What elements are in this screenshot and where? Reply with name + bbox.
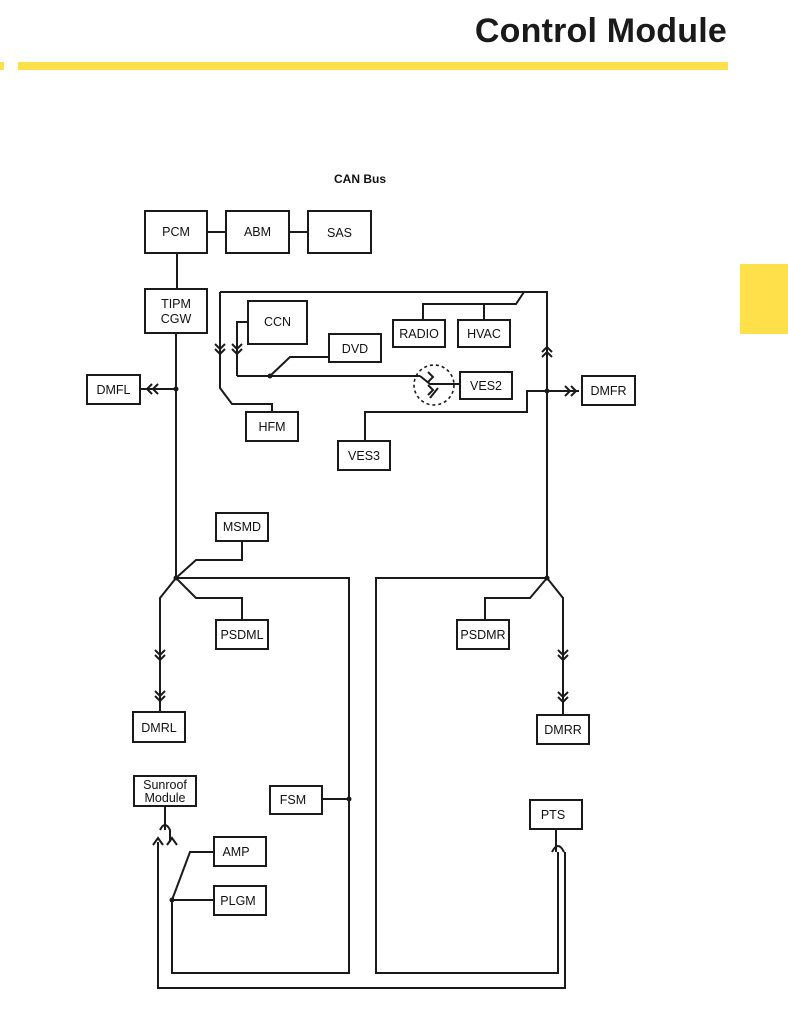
module-fsm: FSM: [269, 785, 323, 815]
module-sunroof: Sunroof Module: [133, 775, 197, 807]
svg-text:VES2: VES2: [470, 379, 502, 393]
svg-text:PLGM: PLGM: [220, 894, 255, 908]
module-dmfl: DMFL: [86, 374, 141, 405]
chevron-down-icon: [557, 649, 569, 662]
connector-chevrons: [145, 343, 578, 853]
svg-text:Sunroof: Sunroof: [143, 778, 187, 792]
module-abm: ABM: [225, 210, 290, 254]
wire-ves2-upper: [419, 375, 460, 385]
chevron-down-icon: [154, 649, 166, 662]
pts-connector: [551, 845, 565, 853]
wire-right-to-ves: [364, 390, 547, 444]
svg-text:PCM: PCM: [162, 225, 190, 239]
wire-psdml: [175, 577, 243, 620]
svg-text:CGW: CGW: [161, 312, 192, 326]
junction-dot: [346, 796, 352, 802]
chevron-right-icon: [564, 385, 578, 397]
svg-text:DMRR: DMRR: [544, 723, 582, 737]
svg-text:FSM: FSM: [280, 793, 306, 807]
module-tipm-cgw: TIPM CGW: [144, 288, 208, 334]
svg-text:AMP: AMP: [222, 845, 249, 859]
svg-text:HVAC: HVAC: [467, 327, 501, 341]
header-rule: [18, 62, 728, 70]
wire-dmrl: [159, 577, 177, 712]
svg-text:HFM: HFM: [258, 420, 285, 434]
module-pcm: PCM: [144, 210, 208, 254]
svg-text:PSDML: PSDML: [220, 628, 263, 642]
junction-dot: [169, 897, 175, 903]
svg-text:RADIO: RADIO: [399, 327, 439, 341]
module-dmfr: DMFR: [581, 375, 636, 406]
junction-dot: [173, 575, 179, 581]
wire-amp: [171, 851, 214, 901]
svg-text:SAS: SAS: [327, 226, 352, 240]
wire-top-loop: [220, 291, 548, 578]
module-plgm: PLGM: [213, 885, 267, 916]
module-msmd: MSMD: [215, 512, 269, 542]
header-rule-stub: [0, 62, 4, 70]
module-amp: AMP: [213, 836, 267, 867]
module-dmrl: DMRL: [132, 711, 186, 743]
module-dvd: DVD: [328, 333, 382, 363]
sunroof-connector: [159, 824, 171, 842]
module-sas: SAS: [307, 210, 372, 254]
diagram-title: CAN Bus: [333, 172, 386, 186]
chevron-down-icon: [214, 343, 226, 356]
svg-text:DVD: DVD: [342, 342, 368, 356]
svg-text:VES3: VES3: [348, 449, 380, 463]
svg-text:ABM: ABM: [244, 225, 271, 239]
page-title: Control Module: [474, 12, 727, 50]
wire-ves2-lower: [429, 387, 439, 399]
svg-text:CCN: CCN: [264, 315, 291, 329]
wire-psdmr: [484, 577, 548, 620]
junction-dot: [173, 386, 179, 392]
module-ves3: VES3: [337, 440, 391, 471]
chevron-down-icon: [557, 691, 569, 704]
junctions: [169, 373, 550, 903]
svg-text:PSDMR: PSDMR: [460, 628, 505, 642]
chevron-left-icon: [145, 383, 159, 395]
svg-text:MSMD: MSMD: [223, 520, 261, 534]
wire-radio: [422, 291, 525, 320]
svg-text:PTS: PTS: [541, 808, 565, 822]
section-tab: [740, 264, 788, 334]
chevron-up-icon: [541, 345, 553, 358]
svg-text:Module: Module: [145, 791, 186, 805]
module-ccn: CCN: [247, 300, 308, 345]
module-psdml: PSDML: [215, 619, 269, 650]
svg-text:TIPM: TIPM: [161, 297, 191, 311]
wire-sunroof-bus: [157, 842, 566, 989]
connector-highlight-circle: [413, 364, 455, 406]
wire-msmd: [175, 541, 243, 579]
chevron-up-icon: [152, 836, 178, 846]
module-psdmr: PSDMR: [456, 619, 510, 650]
svg-text:DMFR: DMFR: [590, 384, 626, 398]
module-dmrr: DMRR: [536, 714, 590, 745]
module-radio: RADIO: [392, 319, 446, 348]
wire-dmrr: [546, 577, 564, 715]
wire-dvd: [269, 356, 329, 377]
chevron-down-icon: [154, 690, 166, 703]
junction-dot: [267, 373, 273, 379]
junction-dot: [544, 388, 550, 394]
junction-dot: [544, 575, 550, 581]
svg-text:DMRL: DMRL: [141, 721, 176, 735]
module-ves2: VES2: [459, 371, 513, 400]
module-pts: PTS: [529, 799, 583, 830]
module-hfm: HFM: [245, 411, 299, 442]
wire-right-loop: [375, 577, 559, 974]
svg-text:DMFL: DMFL: [96, 383, 130, 397]
wire-left-to-fsm: [171, 577, 350, 974]
module-hvac: HVAC: [457, 319, 511, 348]
wire-left-inner: [219, 292, 273, 412]
wire-ccn-left: [236, 321, 248, 376]
chevron-down-icon: [231, 343, 243, 356]
chevron-right-icon: [427, 371, 435, 396]
